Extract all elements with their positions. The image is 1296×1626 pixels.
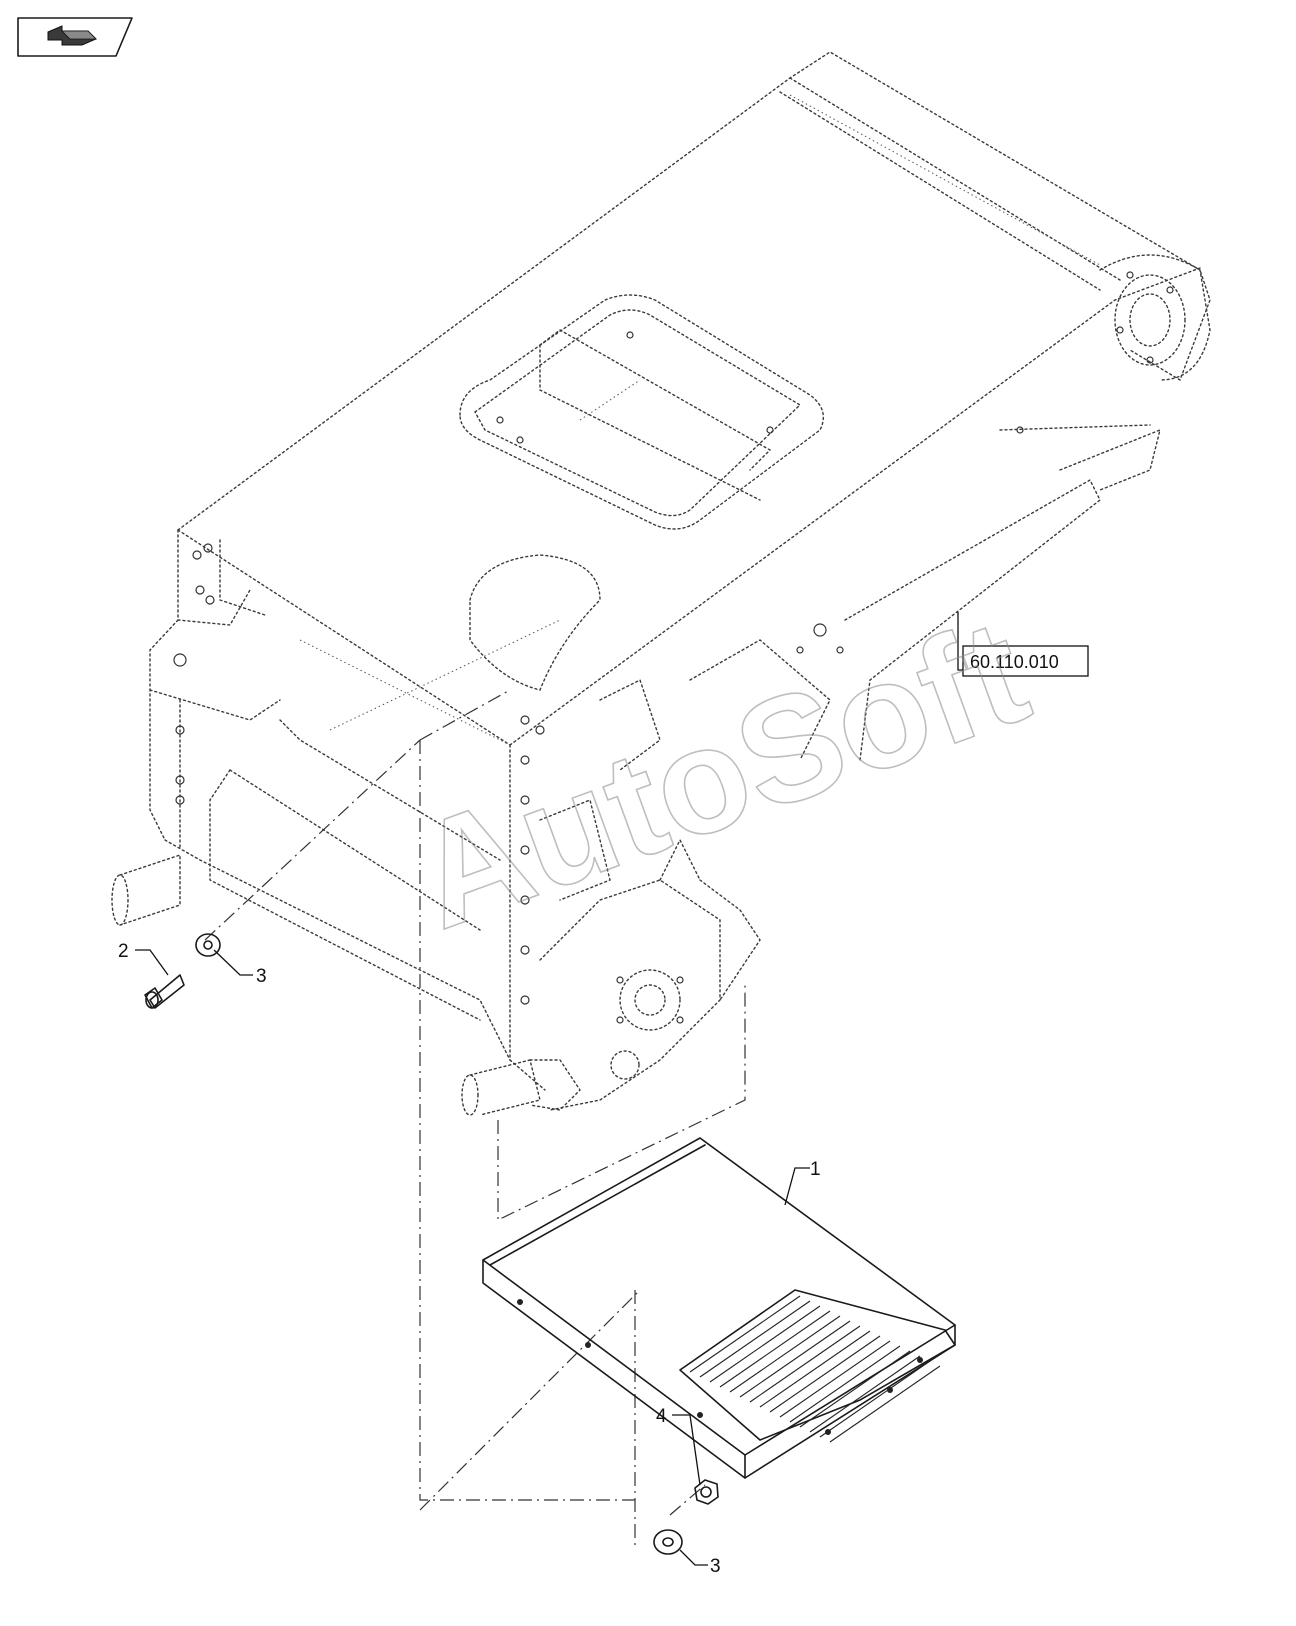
- back-button[interactable]: [17, 17, 133, 57]
- frame-assembly: [111, 51, 1211, 1116]
- callout-2[interactable]: 2: [118, 941, 129, 962]
- watermark: AutoSoft: [394, 586, 1046, 960]
- nut[interactable]: [694, 1479, 719, 1505]
- mounting-centerlines: [204, 689, 746, 1545]
- back-arrow-icon: [47, 25, 97, 46]
- reference-label: 60.110.010: [970, 652, 1059, 672]
- reference-link[interactable]: 60.110.010: [962, 645, 1089, 677]
- washer-lower[interactable]: [653, 1529, 683, 1555]
- callout-3-lower[interactable]: 3: [710, 1556, 721, 1577]
- step-plate[interactable]: [482, 1137, 956, 1479]
- callout-4[interactable]: 4: [656, 1406, 667, 1427]
- callout-1[interactable]: 1: [810, 1159, 821, 1180]
- washer-upper[interactable]: [195, 933, 221, 957]
- bolt[interactable]: [144, 974, 185, 1009]
- grating-pattern: [679, 1289, 956, 1443]
- callout-3-upper[interactable]: 3: [256, 966, 267, 987]
